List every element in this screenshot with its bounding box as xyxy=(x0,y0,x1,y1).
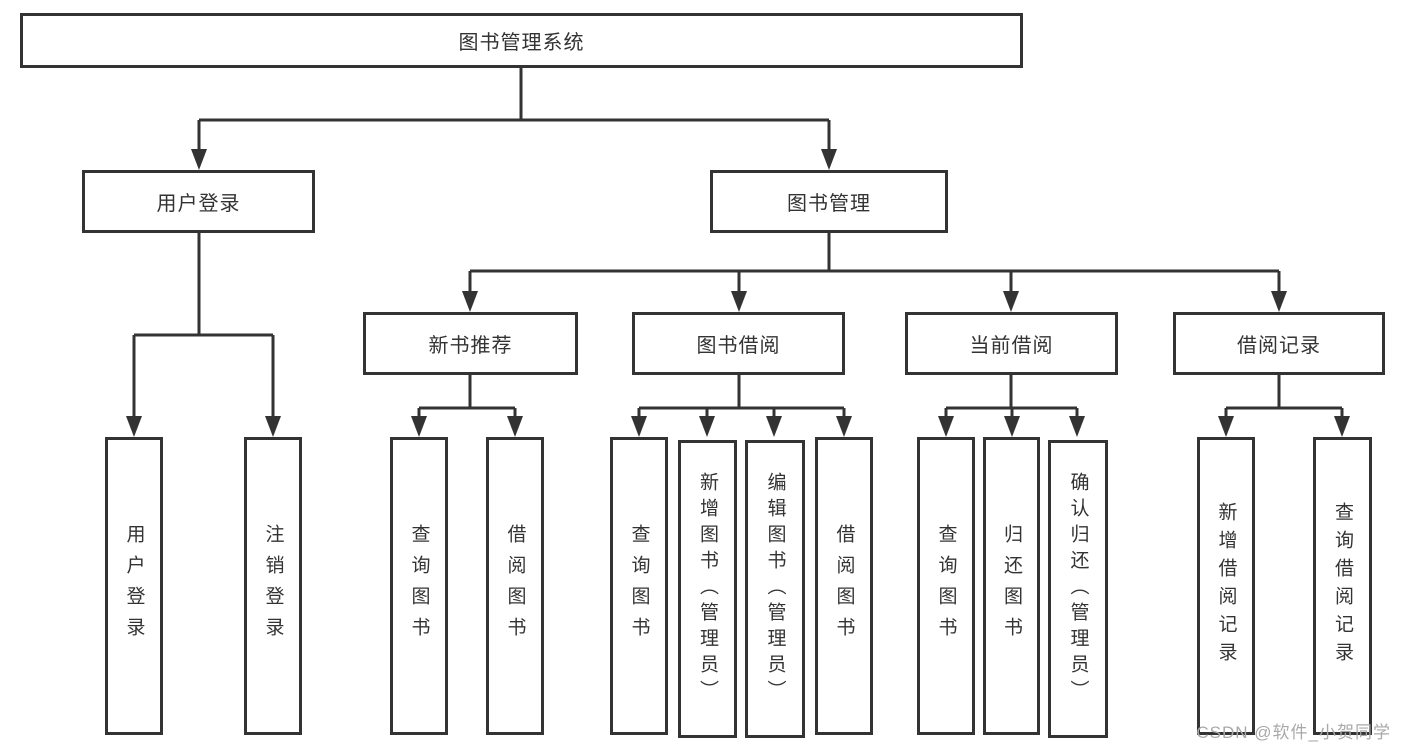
leaf-add-borrow-record: 新增借阅记录 xyxy=(1197,437,1255,735)
node-current-borrow-label: 当前借阅 xyxy=(969,335,1054,357)
leaf-recommend-borrow-book: 借阅图书 xyxy=(486,437,544,735)
node-book-borrow-label: 图书借阅 xyxy=(696,335,781,357)
leaf-confirm-return-admin-label: 确认归还（管理员） xyxy=(1067,472,1089,706)
leaf-current-query-book-label: 查询图书 xyxy=(935,524,957,648)
node-book-management: 图书管理 xyxy=(710,170,948,233)
node-book-management-label: 图书管理 xyxy=(787,193,871,215)
leaf-logout-label: 注销登录 xyxy=(262,524,284,648)
leaf-edit-book-admin: 编辑图书（管理员） xyxy=(745,440,805,738)
leaf-query-borrow-record-label: 查询借阅记录 xyxy=(1332,502,1353,670)
leaf-user-login: 用户登录 xyxy=(105,437,163,735)
leaf-user-login-label: 用户登录 xyxy=(123,524,145,648)
leaf-borrow-query-book-label: 查询图书 xyxy=(628,524,650,648)
leaf-add-book-admin-label: 新增图书（管理员） xyxy=(697,472,718,706)
leaf-borrow-query-book: 查询图书 xyxy=(610,437,668,735)
node-user-login-label: 用户登录 xyxy=(156,193,241,215)
leaf-confirm-return-admin: 确认归还（管理员） xyxy=(1048,440,1108,738)
node-current-borrow: 当前借阅 xyxy=(905,312,1118,375)
leaf-add-book-admin: 新增图书（管理员） xyxy=(678,440,737,738)
node-user-login: 用户登录 xyxy=(82,170,315,233)
csdn-watermark: CSDN @软件_小贺同学 xyxy=(1196,723,1391,742)
node-root: 图书管理系统 xyxy=(20,13,1023,68)
node-borrow-record: 借阅记录 xyxy=(1173,312,1385,375)
leaf-recommend-query-book: 查询图书 xyxy=(390,437,448,735)
leaf-current-query-book: 查询图书 xyxy=(917,437,975,735)
leaf-logout: 注销登录 xyxy=(244,437,302,735)
node-new-book-recommend: 新书推荐 xyxy=(363,312,578,375)
leaf-add-borrow-record-label: 新增借阅记录 xyxy=(1215,502,1237,670)
leaf-return-book-label: 归还图书 xyxy=(1001,524,1022,648)
leaf-borrow-book-label: 借阅图书 xyxy=(833,524,855,648)
leaf-recommend-query-book-label: 查询图书 xyxy=(408,524,430,648)
leaf-edit-book-admin-label: 编辑图书（管理员） xyxy=(764,472,786,706)
node-book-borrow: 图书借阅 xyxy=(632,312,845,375)
node-borrow-record-label: 借阅记录 xyxy=(1237,335,1321,357)
leaf-borrow-book: 借阅图书 xyxy=(815,437,873,735)
node-root-label: 图书管理系统 xyxy=(458,32,585,54)
node-new-book-recommend-label: 新书推荐 xyxy=(428,335,513,357)
leaf-query-borrow-record: 查询借阅记录 xyxy=(1313,437,1372,735)
leaf-return-book: 归还图书 xyxy=(983,437,1040,735)
leaf-recommend-borrow-book-label: 借阅图书 xyxy=(504,524,526,648)
